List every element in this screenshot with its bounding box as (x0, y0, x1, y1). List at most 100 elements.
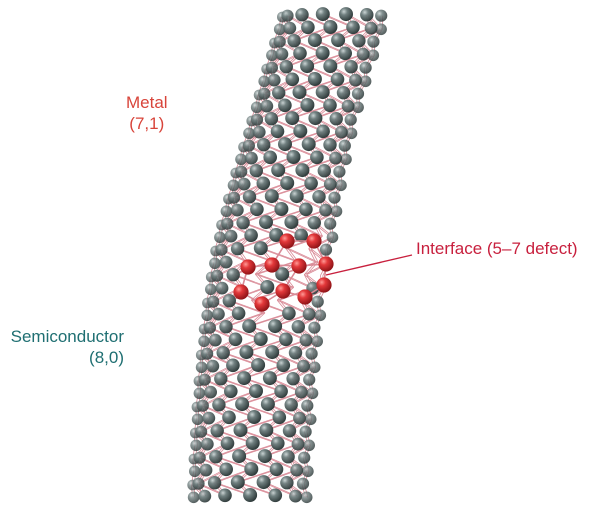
bond (310, 248, 319, 263)
carbon-atom (195, 425, 208, 438)
carbon-atom (336, 86, 351, 100)
carbon-atom (291, 437, 305, 451)
carbon-atom (286, 372, 300, 386)
carbon-atom (314, 309, 327, 322)
carbon-atom (339, 7, 353, 22)
carbon-atom (286, 150, 301, 164)
carbon-atom (316, 124, 330, 139)
carbon-atom (207, 295, 220, 308)
carbon-atom (294, 228, 309, 243)
carbon-atom (284, 398, 298, 412)
carbon-atom (319, 243, 333, 256)
semiconductor-name: Semiconductor (10, 327, 124, 346)
defect-atom (240, 259, 256, 275)
carbon-atom (315, 85, 330, 100)
carbon-atom (330, 205, 343, 218)
carbon-atom (301, 399, 314, 412)
carbon-atom (315, 7, 330, 22)
carbon-atom (264, 189, 279, 204)
carbon-atom (326, 231, 339, 244)
carbon-atom (206, 359, 220, 373)
carbon-atom (216, 346, 230, 360)
carbon-atom (193, 451, 206, 464)
carbon-atom (340, 153, 352, 166)
carbon-atom (367, 49, 380, 62)
bond (261, 247, 298, 262)
carbon-atom (201, 347, 214, 360)
carbon-atom (352, 34, 366, 48)
carbon-atom (260, 280, 275, 294)
carbon-atom (220, 436, 235, 451)
carbon-atom (278, 137, 292, 152)
carbon-atom (274, 384, 288, 399)
carbon-atom (289, 489, 302, 503)
metal-name: Metal (126, 93, 168, 112)
carbon-atom (260, 99, 274, 113)
carbon-atom (290, 463, 304, 477)
carbon-atom (205, 283, 217, 296)
carbon-atom (375, 23, 387, 36)
carbon-atom (210, 424, 224, 438)
carbon-atom (190, 439, 202, 452)
carbon-atom (280, 476, 294, 490)
carbon-atom (212, 398, 226, 412)
carbon-atom (287, 34, 301, 48)
carbon-atom (281, 9, 294, 22)
bond (227, 312, 266, 328)
carbon-atom (328, 191, 341, 204)
carbon-atom (360, 8, 374, 22)
carbon-atom (268, 319, 283, 334)
carbon-atom (227, 179, 240, 192)
interface-leader-line (325, 254, 413, 276)
carbon-atom (274, 202, 289, 216)
carbon-atom (257, 449, 272, 464)
carbon-atom (268, 488, 283, 503)
carbon-atom (200, 437, 214, 451)
carbon-atom (299, 202, 313, 217)
carbon-atom (282, 306, 296, 321)
carbon-atom (335, 179, 347, 192)
defect-atom (306, 233, 322, 249)
carbon-atom (359, 61, 372, 74)
carbon-atom (215, 243, 228, 256)
carbon-atom (300, 98, 315, 112)
carbon-atom (323, 20, 338, 34)
bond (287, 247, 319, 263)
metal-label: Metal (7,1) (126, 92, 168, 134)
carbon-atom (267, 73, 281, 87)
carbon-atom (302, 307, 316, 321)
carbon-atom (237, 177, 251, 191)
metal-chirality: (7,1) (129, 114, 165, 133)
carbon-atom (273, 23, 286, 36)
carbon-atom (271, 436, 285, 451)
carbon-atom (187, 491, 200, 504)
carbon-atom (243, 488, 258, 502)
carbon-atom (250, 101, 263, 114)
carbon-atom (346, 20, 360, 35)
carbon-atom (198, 373, 211, 386)
carbon-atom (250, 113, 264, 126)
carbon-atom (259, 423, 274, 438)
carbon-atom (301, 20, 315, 35)
carbon-atom (311, 335, 324, 348)
carbon-atom (222, 294, 236, 308)
carbon-atom (235, 165, 248, 178)
carbon-atom (297, 359, 310, 373)
defect-atom (254, 296, 270, 312)
carbon-atom (352, 101, 364, 114)
carbon-atom (285, 111, 300, 126)
carbon-atom (232, 449, 247, 464)
carbon-atom (231, 306, 246, 321)
carbon-atom (244, 228, 258, 243)
defect-atom (316, 277, 332, 293)
carbon-atom (237, 371, 252, 386)
carbon-atom (233, 423, 248, 438)
carbon-atom (193, 387, 206, 400)
carbon-atom (281, 450, 295, 464)
carbon-atom (275, 267, 290, 282)
carbon-atom (295, 8, 309, 22)
carbon-atom (249, 384, 263, 398)
carbon-atom (271, 163, 286, 178)
carbon-atom (317, 164, 331, 178)
carbon-atom (245, 151, 258, 165)
